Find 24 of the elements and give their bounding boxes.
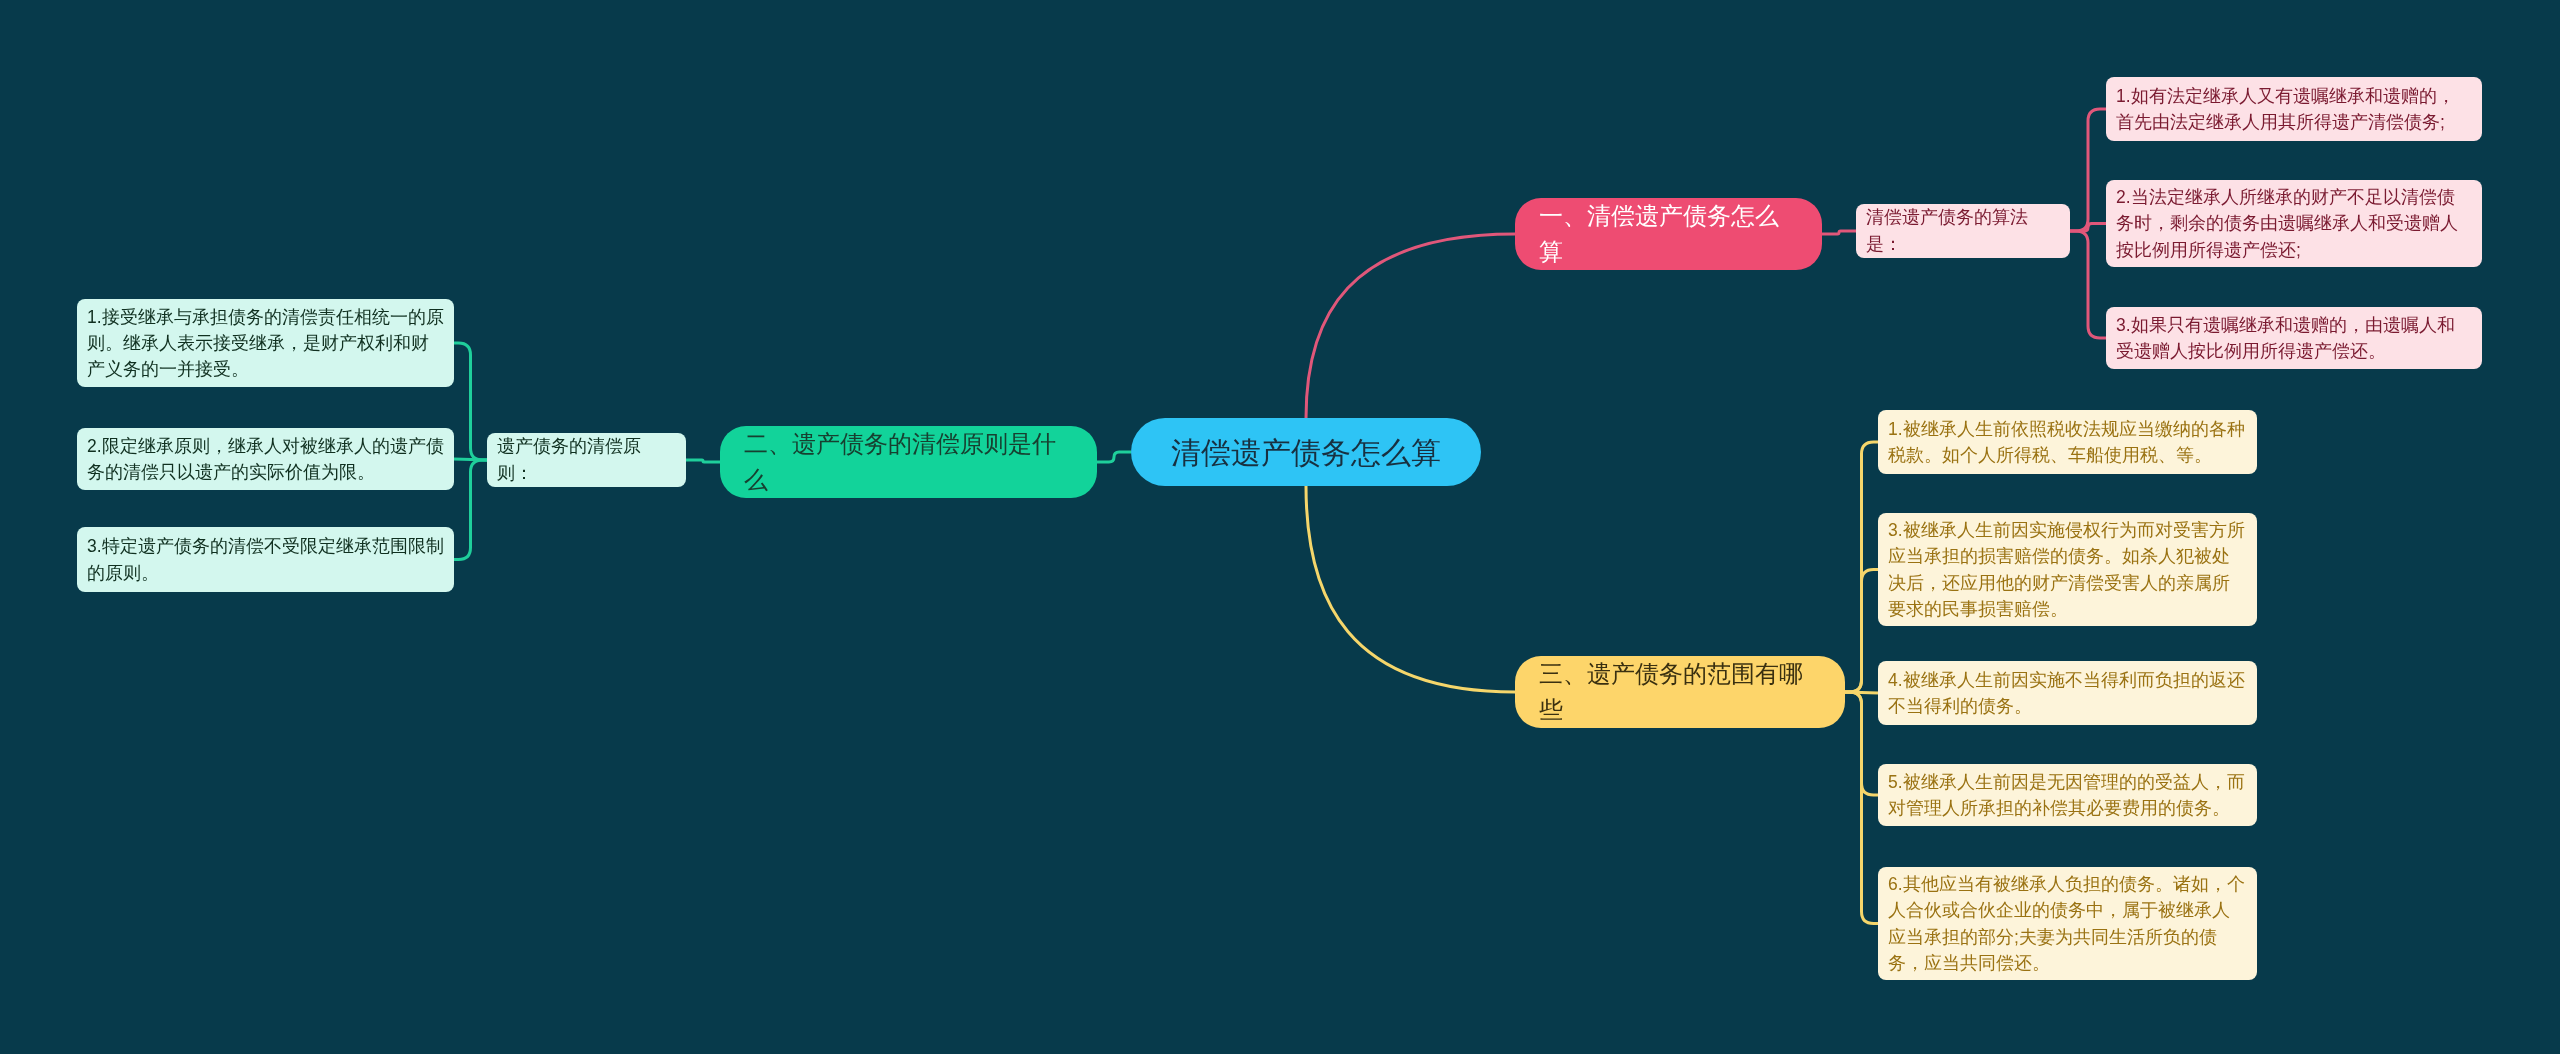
detail-box: 1.接受继承与承担债务的清偿责任相统一的原则。继承人表示接受继承，是财产权利和财产义务的一并接受。 (77, 299, 454, 387)
detail-box: 2.限定继承原则，继承人对被继承人的遗产债务的清偿只以遗产的实际价值为限。 (77, 428, 454, 490)
detail-box: 3.被继承人生前因实施侵权行为而对受害方所应当承担的损害赔偿的债务。如杀人犯被处决后，还应用他的财产清偿受害人的亲属所要求的民事损害赔偿。 (1878, 513, 2257, 626)
subtopic-box: 清偿遗产债务的算法是： (1856, 204, 2070, 258)
detail-box: 3.如果只有遗嘱继承和遗赠的，由遗嘱人和受遗赠人按比例用所得遗产偿还。 (2106, 307, 2482, 369)
detail-box: 6.其他应当有被继承人负担的债务。诸如，个人合伙或合伙企业的债务中，属于被继承人应当承担的部分;夫妻为共同生活所负的债务，应当共同偿还。 (1878, 867, 2257, 980)
connector-line (1822, 229, 1856, 236)
detail-box: 4.被继承人生前因实施不当得利而负担的返还不当得利的债务。 (1878, 661, 2257, 725)
subtopic-box: 遗产债务的清偿原则： (487, 433, 686, 487)
detail-box: 3.特定遗产债务的清偿不受限定继承范围限制的原则。 (77, 527, 454, 592)
detail-box: 1.被继承人生前依照税收法规应当缴纳的各种税款。如个人所得税、车船使用税、等。 (1878, 410, 2257, 474)
connector-line (1304, 232, 1516, 419)
connector-line (1097, 450, 1131, 464)
connector-line (1304, 485, 1516, 694)
connector-line (686, 458, 720, 464)
branch-topic: 二、遗产债务的清偿原则是什么 (720, 426, 1097, 498)
detail-box: 5.被继承人生前因是无因管理的的受益人，而对管理人所承担的补偿其必要费用的债务。 (1878, 764, 2257, 826)
connector-line (453, 457, 488, 462)
branch-topic: 一、清偿遗产债务怎么算 (1515, 198, 1822, 270)
detail-box: 2.当法定继承人所继承的财产不足以清偿债务时，剩余的债务由遗嘱继承人和受遗赠人按比例用所得遗产偿还; (2106, 180, 2482, 267)
detail-box: 1.如有法定继承人又有遗嘱继承和遗赠的，首先由法定继承人用其所得遗产清偿债务; (2106, 77, 2482, 141)
branch-topic: 三、遗产债务的范围有哪些 (1515, 656, 1845, 728)
connector-line (2070, 229, 2106, 340)
central-topic: 清偿遗产债务怎么算 (1131, 418, 1481, 486)
